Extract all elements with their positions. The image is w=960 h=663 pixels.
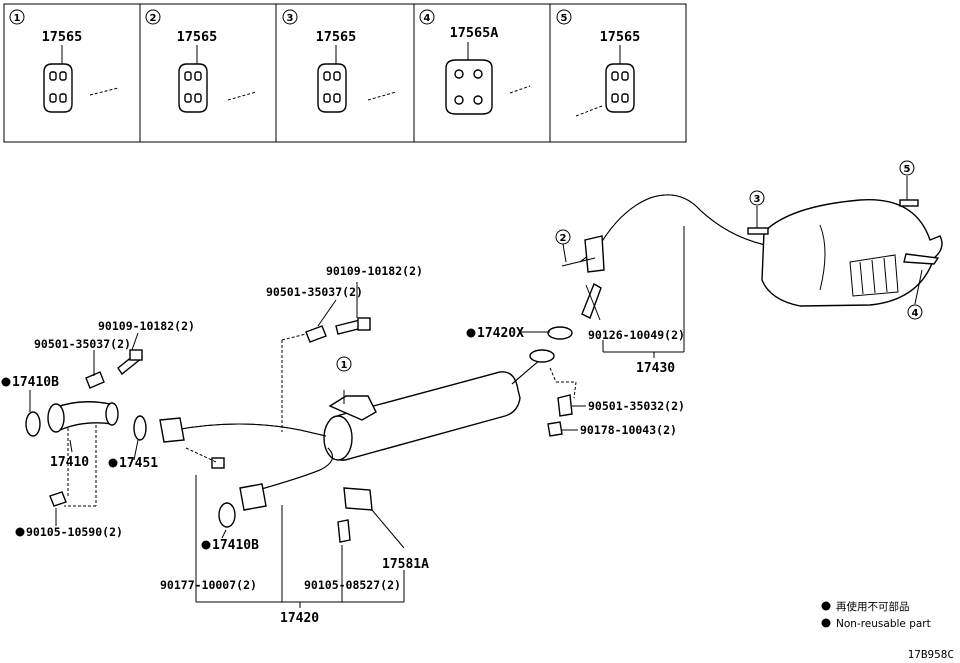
callout-1-number: 1 (341, 360, 348, 371)
label-17430: 17430 (636, 361, 675, 376)
label-90178: 90178-10043(2) (580, 423, 677, 437)
non-reusable-mark (201, 540, 211, 550)
hanger-icon (178, 63, 208, 113)
hanger-icon (445, 59, 493, 115)
center-muffler-assembly (159, 349, 555, 511)
label-90501-left: 90501-35037(2) (34, 337, 131, 351)
legend-jp: 再使用不可部品 (836, 600, 910, 613)
non-reusable-mark (466, 328, 476, 338)
callout-3: 3 (749, 190, 765, 206)
label-90501-right: 90501-35037(2) (266, 285, 363, 299)
detail-box-3-number: 3 (287, 13, 294, 24)
label-17581a: 17581A (382, 557, 429, 572)
label-17420: 17420 (280, 611, 319, 626)
callout-1: 1 (336, 356, 352, 372)
hanger-icon (605, 63, 635, 113)
label-90105-mid: 90105-08527(2) (304, 578, 401, 592)
callout-4: 4 (907, 304, 923, 320)
non-reusable-mark (15, 527, 25, 537)
detail-box-2-number: 2 (150, 13, 157, 24)
legend-en: Non-reusable part (836, 618, 931, 630)
callout-2-number: 2 (560, 233, 567, 244)
fasteners (49, 317, 573, 543)
detail-box-1: 1 17565 (3, 3, 141, 143)
label-17420x: 17420X (477, 326, 524, 341)
label-17410b-bottom: 17410B (212, 538, 259, 553)
callout-3-number: 3 (754, 194, 761, 205)
figure-code: 17B958C (908, 648, 954, 661)
dashed-leader-lines (64, 333, 577, 507)
detail-box-2: 2 17565 (139, 3, 277, 143)
detail-box-4: 4 17565A (413, 3, 551, 143)
detail-box-4-part: 17565A (450, 25, 499, 41)
callout-5-number: 5 (904, 164, 911, 175)
label-90177: 90177-10007(2) (160, 578, 257, 592)
label-90109-left: 90109-10182(2) (98, 319, 195, 333)
leader-lines (29, 176, 923, 608)
callout-5: 5 (899, 160, 915, 176)
detail-box-1-number: 1 (14, 13, 21, 24)
tail-pipe-assembly (561, 194, 943, 319)
front-pipe (25, 401, 147, 441)
hanger-icon (317, 63, 347, 113)
non-reusable-mark (1, 377, 11, 387)
legend: 再使用不可部品 Non-reusable part (821, 600, 931, 630)
detail-box-5: 5 17565 (549, 3, 687, 143)
hanger-icon (43, 63, 73, 113)
detail-box-1-part: 17565 (42, 29, 83, 45)
callout-2: 2 (555, 229, 571, 245)
label-17410b-top: 17410B (12, 375, 59, 390)
detail-box-3: 3 17565 (275, 3, 415, 143)
detail-box-5-part: 17565 (600, 29, 641, 45)
callout-4-number: 4 (912, 308, 919, 319)
non-reusable-mark (821, 618, 831, 628)
label-90501-tail: 90501-35032(2) (588, 399, 685, 413)
label-17451: 17451 (119, 456, 158, 471)
detail-box-4-number: 4 (424, 13, 431, 24)
detail-box-5-number: 5 (561, 13, 568, 24)
label-90105-left: 90105-10590(2) (26, 525, 123, 539)
label-90126: 90126-10049(2) (588, 328, 685, 342)
label-90109-right: 90109-10182(2) (326, 264, 423, 278)
label-17410: 17410 (50, 455, 89, 470)
detail-box-3-part: 17565 (316, 29, 357, 45)
non-reusable-mark (821, 601, 831, 611)
detail-box-2-part: 17565 (177, 29, 218, 45)
non-reusable-mark (108, 458, 118, 468)
